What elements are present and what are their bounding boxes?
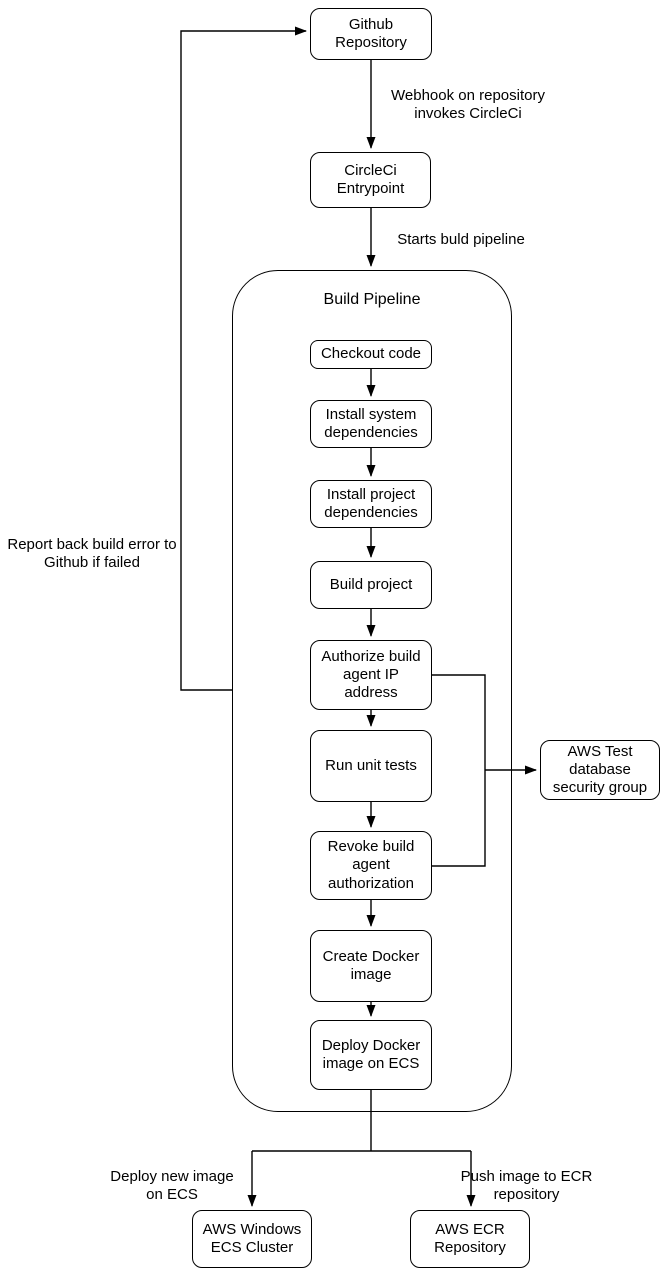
node-label: AWS Test database security group (552, 742, 648, 797)
edge-label-deploy-new-image: Deploy new image on ECS (110, 1168, 234, 1204)
node-label: CircleCi Entrypoint (336, 161, 405, 197)
node-github-repository: Github Repository (310, 8, 432, 60)
edge-label-webhook: Webhook on repository invokes CircleCi (391, 87, 545, 123)
node-aws-windows-ecs-cluster: AWS Windows ECS Cluster (192, 1210, 312, 1268)
node-aws-test-database-security-group: AWS Test database security group (540, 740, 660, 800)
node-label: Build project (329, 575, 413, 593)
node-label: Revoke build agent authorization (327, 838, 415, 892)
node-label: Create Docker image (322, 947, 420, 983)
node-label: Run unit tests (325, 756, 417, 774)
node-checkout-code: Checkout code (310, 340, 432, 369)
node-revoke-build-agent-authorization: Revoke build agent authorization (310, 831, 432, 900)
node-install-project-dependencies: Install project dependencies (310, 480, 432, 528)
node-label: Install project dependencies (324, 485, 418, 521)
edge-report-error-feedback (180, 26, 307, 691)
build-pipeline-title: Build Pipeline (323, 291, 421, 308)
node-label: AWS Windows ECS Cluster (202, 1220, 302, 1256)
edge-label-push-image: Push image to ECR repository (460, 1168, 593, 1204)
node-label: Authorize build agent IP address (321, 647, 421, 702)
edge-label-starts-pipeline: Starts buld pipeline (397, 231, 525, 248)
node-deploy-docker-image-ecs: Deploy Docker image on ECS (310, 1020, 432, 1090)
node-circleci-entrypoint: CircleCi Entrypoint (310, 152, 431, 208)
node-label: Checkout code (320, 345, 422, 363)
node-install-system-dependencies: Install system dependencies (310, 400, 432, 448)
node-label: AWS ECR Repository (434, 1220, 506, 1256)
node-run-unit-tests: Run unit tests (310, 730, 432, 802)
node-aws-ecr-repository: AWS ECR Repository (410, 1210, 530, 1268)
node-label: Install system dependencies (324, 405, 418, 441)
node-label: Github Repository (335, 15, 407, 51)
node-authorize-build-agent-ip: Authorize build agent IP address (310, 640, 432, 710)
node-build-project: Build project (310, 561, 432, 609)
node-label: Deploy Docker image on ECS (321, 1036, 421, 1072)
edge-label-report-error: Report back build error to Github if fai… (7, 536, 177, 572)
edge-authorize-revoke-connector (431, 674, 486, 867)
node-create-docker-image: Create Docker image (310, 930, 432, 1002)
